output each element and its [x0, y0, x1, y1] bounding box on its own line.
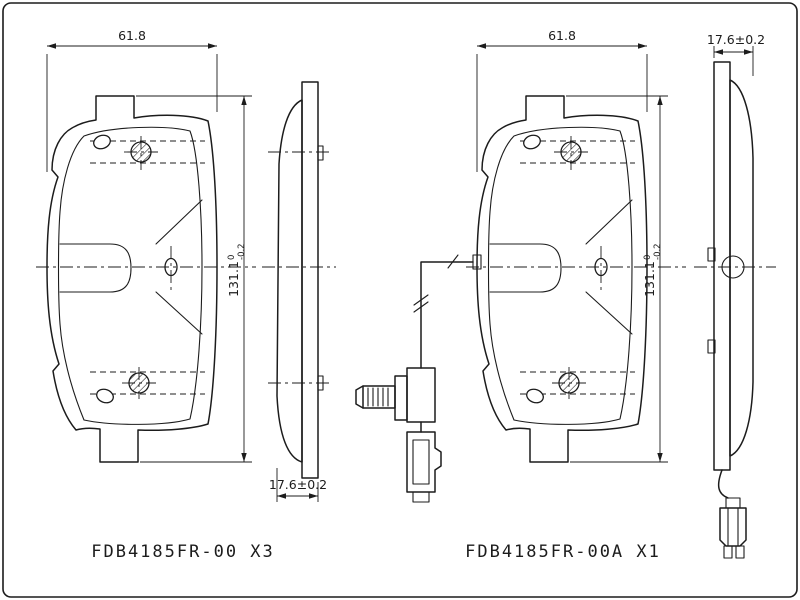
connector-inner	[412, 439, 430, 485]
stud-tip	[355, 385, 364, 409]
width-dimension-text: 61.8	[548, 28, 576, 43]
abutment-clip-bottom	[707, 339, 716, 354]
left-width-dimension: 61.8	[46, 28, 218, 172]
left-height-dimension: 131.1 0 -0.2	[136, 95, 252, 463]
left-thickness-dimension: 17.6±0.2	[269, 468, 327, 502]
right-pad-side-view: 17.6±0.2	[694, 32, 776, 559]
height-dimension-text: 131.1	[642, 261, 657, 297]
backplate-side	[301, 81, 319, 479]
right-part-number-label: FDB4185FR-00A X1	[465, 542, 661, 562]
height-tolerance-lower: -0.2	[653, 243, 663, 260]
left-pad-front-view	[35, 95, 257, 463]
height-tolerance-lower: -0.2	[237, 243, 247, 260]
height-dimension-text: 131.1	[226, 261, 241, 297]
height-tolerance-upper: 0	[227, 255, 237, 260]
wire-break-mark	[413, 301, 429, 313]
right-width-dimension: 61.8	[476, 28, 648, 172]
connector-pin	[723, 545, 733, 559]
sensor-flange	[394, 375, 408, 421]
sensor-body	[406, 367, 436, 423]
pin-side-top	[317, 145, 324, 161]
wear-sensor-assembly	[355, 254, 482, 503]
friction-side	[276, 99, 303, 463]
sensor-wire	[717, 469, 729, 499]
right-height-dimension: 131.1 0 -0.2	[566, 95, 668, 463]
left-pad-side-view: 17.6±0.2	[262, 81, 336, 502]
wire-break-mark	[447, 254, 459, 269]
sensor-connector	[406, 431, 442, 493]
connector-tab	[412, 491, 430, 503]
wire-break-mark	[413, 294, 429, 306]
thickness-dimension-text: 17.6±0.2	[707, 32, 765, 47]
sensor-wire	[420, 261, 474, 369]
friction-side	[729, 79, 754, 457]
width-dimension-text: 61.8	[118, 28, 146, 43]
abutment-clip-top	[707, 247, 716, 262]
right-thickness-dimension: 17.6±0.2	[707, 32, 765, 76]
connector-pin	[735, 545, 745, 559]
sensor-connector	[719, 507, 747, 547]
thickness-dimension-text: 17.6±0.2	[269, 477, 327, 492]
connector-neck	[725, 497, 741, 509]
sensor-stud	[362, 385, 396, 409]
left-part-number-label: FDB4185FR-00 X3	[91, 542, 275, 562]
stud-threads	[367, 387, 389, 407]
height-tolerance-upper: 0	[643, 255, 653, 260]
